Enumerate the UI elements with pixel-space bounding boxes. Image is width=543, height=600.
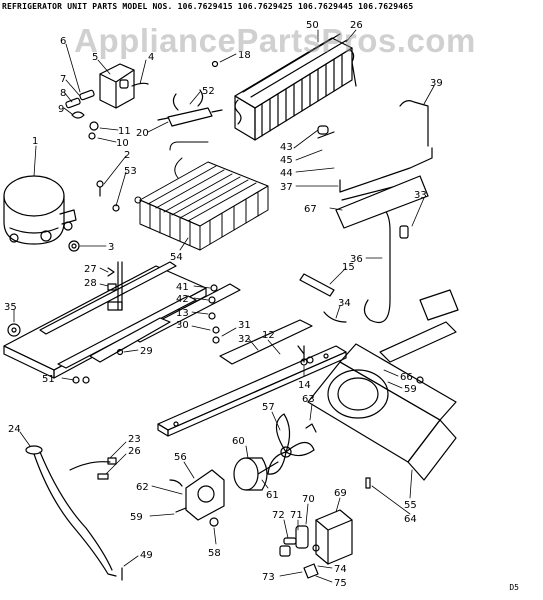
callout-50: 50 bbox=[306, 20, 319, 31]
callout-leaders bbox=[13, 29, 435, 583]
callout-39: 39 bbox=[430, 78, 443, 89]
callout-60: 60 bbox=[232, 436, 245, 447]
callout-3: 3 bbox=[108, 242, 114, 253]
callout-53: 53 bbox=[124, 166, 137, 177]
callout-11: 11 bbox=[118, 126, 131, 137]
callout-43: 43 bbox=[280, 142, 293, 153]
callout-70: 70 bbox=[302, 494, 315, 505]
callout-37: 37 bbox=[280, 182, 293, 193]
callout-30: 30 bbox=[176, 320, 189, 331]
callout-42: 42 bbox=[176, 294, 189, 305]
callout-61: 61 bbox=[266, 490, 279, 501]
callout-1: 1 bbox=[32, 136, 38, 147]
callout-23: 23 bbox=[128, 434, 141, 445]
callout-59-upper: 59 bbox=[404, 384, 417, 395]
callout-35: 35 bbox=[4, 302, 17, 313]
callout-69: 69 bbox=[334, 488, 347, 499]
callout-24: 24 bbox=[8, 424, 21, 435]
callout-59-lower: 59 bbox=[130, 512, 143, 523]
callout-49: 49 bbox=[140, 550, 153, 561]
drier bbox=[157, 89, 223, 127]
callout-8: 8 bbox=[60, 88, 66, 99]
callout-18: 18 bbox=[238, 50, 251, 61]
callout-12: 12 bbox=[262, 330, 275, 341]
callout-14: 14 bbox=[298, 380, 311, 391]
callout-63: 63 bbox=[302, 394, 315, 405]
callout-51: 51 bbox=[42, 374, 55, 385]
callout-29: 29 bbox=[140, 346, 153, 357]
callout-labels: 50 26 18 6 5 4 7 8 9 11 10 52 20 39 1 2 … bbox=[4, 20, 443, 589]
callout-67: 67 bbox=[304, 204, 317, 215]
screw-18-part bbox=[211, 60, 219, 68]
callout-33: 33 bbox=[414, 190, 427, 201]
fan-shroud-bracket bbox=[307, 289, 459, 489]
callout-45: 45 bbox=[280, 155, 293, 166]
callout-9: 9 bbox=[58, 104, 64, 115]
callout-7: 7 bbox=[60, 74, 66, 85]
control-box bbox=[279, 509, 353, 579]
callout-28: 28 bbox=[84, 278, 97, 289]
callout-36: 36 bbox=[350, 254, 363, 265]
callout-57: 57 bbox=[262, 402, 275, 413]
wiring-harness bbox=[25, 445, 123, 581]
diagram-header-title: REFRIGERATOR UNIT PARTS MODEL NOS. 106.7… bbox=[2, 2, 414, 11]
callout-6: 6 bbox=[60, 36, 66, 47]
callout-73: 73 bbox=[262, 572, 275, 583]
callout-2: 2 bbox=[124, 150, 130, 161]
callout-26: 26 bbox=[350, 20, 363, 31]
capillary-parts bbox=[299, 273, 347, 323]
callout-20: 20 bbox=[136, 128, 149, 139]
callout-64: 64 bbox=[404, 514, 417, 525]
callout-5: 5 bbox=[92, 52, 98, 63]
callout-56: 56 bbox=[174, 452, 187, 463]
callout-4: 4 bbox=[148, 52, 154, 63]
callout-27: 27 bbox=[84, 264, 97, 275]
callout-75: 75 bbox=[334, 578, 347, 589]
callout-58: 58 bbox=[208, 548, 221, 559]
compressor bbox=[3, 175, 77, 245]
hardware-fasteners bbox=[68, 180, 308, 366]
callout-66: 66 bbox=[400, 372, 413, 383]
evaporator-coil bbox=[134, 141, 269, 251]
callout-44: 44 bbox=[280, 168, 293, 179]
condenser-fan-assembly bbox=[169, 413, 317, 527]
relay-overload bbox=[65, 63, 149, 140]
callout-32: 32 bbox=[238, 334, 251, 345]
callout-71: 71 bbox=[290, 510, 303, 521]
callout-55: 55 bbox=[404, 500, 417, 511]
callout-34: 34 bbox=[338, 298, 351, 309]
callout-52: 52 bbox=[202, 86, 215, 97]
base-frame bbox=[3, 261, 313, 384]
callout-41: 41 bbox=[176, 282, 189, 293]
callout-10: 10 bbox=[116, 138, 129, 149]
callout-26-lower: 26 bbox=[128, 446, 141, 457]
diagram-code: D5 bbox=[509, 583, 519, 592]
callout-72: 72 bbox=[272, 510, 285, 521]
callout-74: 74 bbox=[334, 564, 347, 575]
condenser-coil bbox=[234, 33, 357, 141]
callout-15: 15 bbox=[342, 262, 355, 273]
front-rail bbox=[157, 345, 347, 437]
tubing bbox=[317, 100, 433, 324]
callout-62: 62 bbox=[136, 482, 149, 493]
callout-13: 13 bbox=[176, 308, 189, 319]
callout-54: 54 bbox=[170, 252, 183, 263]
callout-31: 31 bbox=[238, 320, 251, 331]
